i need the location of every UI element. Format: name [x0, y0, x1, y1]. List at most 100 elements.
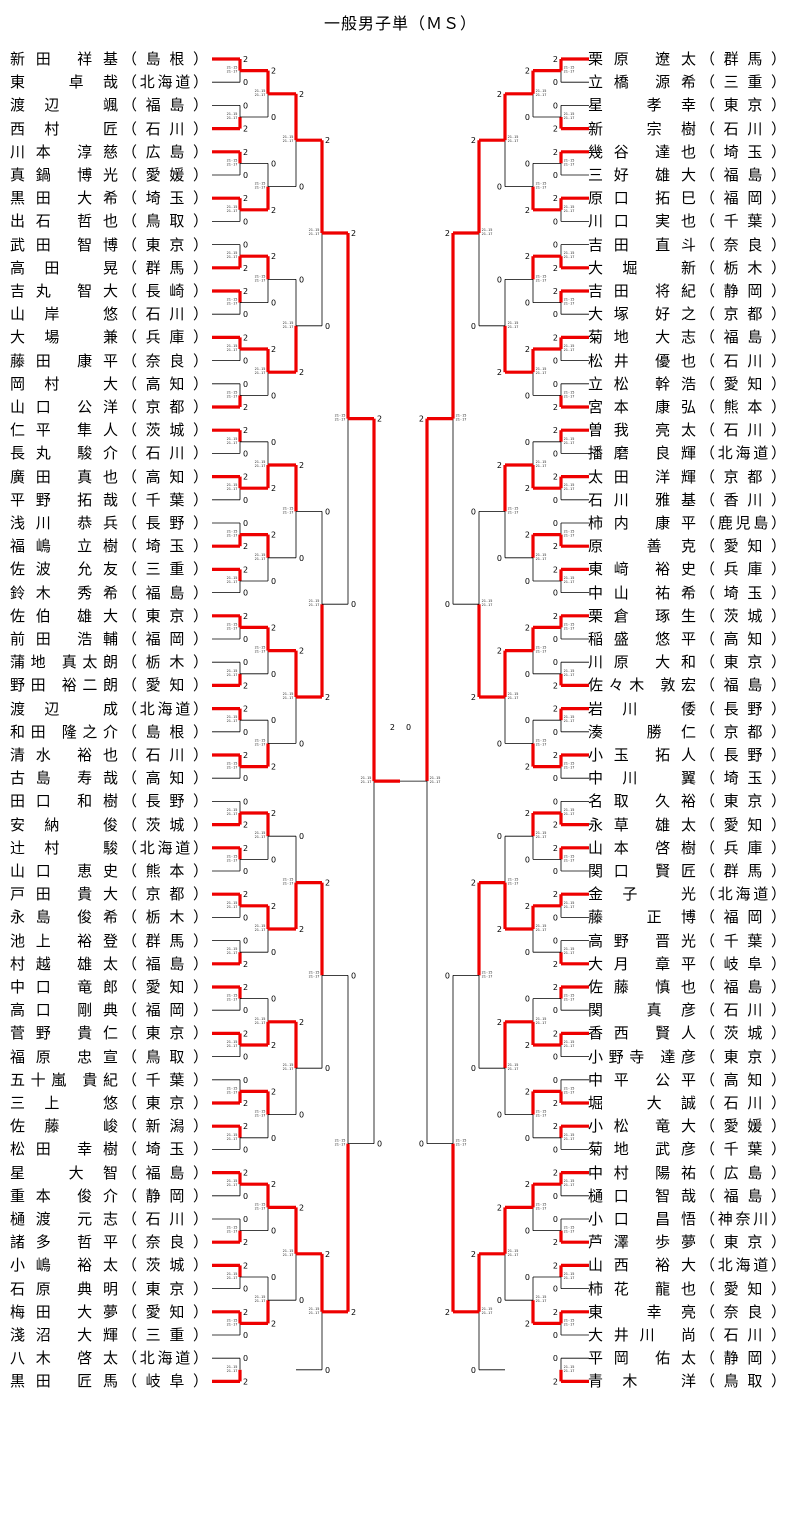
player-prefecture: （高知） [700, 1070, 786, 1089]
player-row: 山岸 悠（石川） [10, 303, 210, 326]
player-row: 川口 実也（千葉） [588, 210, 788, 233]
match-score: 21-15 [564, 1179, 575, 1183]
player-row: 田口 和樹（長野） [10, 790, 210, 813]
player-row: 香西 賢人（茨城） [588, 1022, 788, 1045]
match-result: 2 [497, 647, 502, 656]
match-score: 21-15 [536, 738, 547, 742]
player-name: 長丸 駿介 [10, 444, 118, 463]
player-name: 福嶋 立樹 [10, 537, 118, 556]
match-score: 21-17 [283, 882, 294, 886]
player-name: 永草 雄太 [588, 815, 696, 834]
match-score: 21-15 [564, 576, 575, 580]
match-result: 2 [299, 1203, 304, 1212]
player-row: 山口 恵史（熊本） [10, 860, 210, 883]
match-result: 2 [271, 345, 276, 354]
match-result: 0 [553, 496, 558, 505]
player-row: 大場 兼（兵庫） [10, 326, 210, 349]
match-score: 21-17 [283, 139, 294, 143]
match-result: 0 [553, 728, 558, 737]
match-score: 21-17 [564, 209, 575, 213]
player-name: 小玉 拓人 [588, 746, 696, 764]
player-name: 佐藤 慎也 [588, 978, 696, 996]
match-score: 21-15 [564, 158, 575, 162]
player-name: 重本 俊介 [10, 1186, 118, 1205]
match-result: 2 [325, 879, 330, 888]
match-result: 0 [325, 1366, 330, 1375]
match-score: 21-17 [508, 1253, 519, 1257]
player-row: 佐藤 峻（新潟） [10, 1115, 210, 1138]
match-score: 21-15 [536, 553, 547, 557]
match-result: 2 [525, 902, 530, 911]
player-row: 西村 匠（石川） [10, 118, 210, 141]
match-result: 2 [553, 1377, 558, 1386]
match-result: 0 [243, 1145, 248, 1154]
match-score: 21-15 [456, 1139, 467, 1143]
player-prefecture: （東京） [122, 1279, 208, 1298]
match-result: 2 [553, 681, 558, 690]
match-score: 21-17 [564, 441, 575, 445]
match-score: 21-17 [227, 1230, 238, 1234]
player-name: 高口 剛典 [10, 1001, 118, 1020]
player-row: 村越 雄太（福島） [10, 953, 210, 976]
player-prefecture: （北海道） [122, 73, 208, 92]
player-name: 山口 公洋 [10, 398, 118, 416]
player-row: 中川 翼（埼玉） [588, 767, 788, 790]
player-row: 高野 晋光（千葉） [588, 930, 788, 953]
player-name: 諸多 哲平 [10, 1233, 118, 1252]
match-score: 21-17 [536, 186, 547, 190]
player-prefecture: （東京） [122, 606, 208, 625]
player-row: 大井川 尚（石川） [588, 1324, 788, 1347]
match-result: 2 [553, 264, 558, 273]
player-row: 真鍋 博光（愛媛） [10, 164, 210, 187]
player-prefecture: （千葉） [700, 212, 786, 231]
match-result: 2 [299, 1018, 304, 1027]
match-score: 21-17 [227, 302, 238, 306]
player-row: 星 大智（福島） [10, 1162, 210, 1185]
match-result: 0 [553, 380, 558, 389]
match-score: 21-15 [227, 158, 238, 162]
match-score: 21-15 [564, 483, 575, 487]
match-score: 21-17 [482, 974, 493, 978]
match-score: 21-17 [536, 742, 547, 746]
player-name: 樋渡 元志 [10, 1210, 118, 1228]
match-result: 0 [419, 1140, 424, 1149]
match-result: 0 [243, 496, 248, 505]
match-score: 21-17 [227, 1044, 238, 1048]
match-result: 2 [553, 1099, 558, 1108]
player-name: 村越 雄太 [10, 954, 118, 973]
player-row: 仁平 隼人（茨城） [10, 419, 210, 442]
match-result: 0 [525, 995, 530, 1004]
match-score: 21-17 [508, 325, 519, 329]
match-result: 2 [299, 368, 304, 377]
match-score: 21-15 [536, 460, 547, 464]
player-row: 東 幸亮（奈良） [588, 1301, 788, 1324]
match-score: 21-17 [255, 186, 266, 190]
player-prefecture: （群馬） [700, 862, 786, 880]
player-prefecture: （千葉） [700, 931, 786, 950]
player-name: 大塚 好之 [588, 305, 696, 324]
player-row: 小玉 拓人（長野） [588, 744, 788, 767]
player-prefecture: （長野） [700, 746, 786, 764]
player-row: 鈴木 秀希（福島） [10, 582, 210, 605]
match-result: 2 [553, 1308, 558, 1317]
match-score: 21-17 [283, 325, 294, 329]
player-prefecture: （長野） [122, 792, 208, 811]
match-score: 21-15 [456, 414, 467, 418]
player-row: 藤田 康平（奈良） [10, 350, 210, 373]
match-result: 0 [299, 554, 304, 563]
match-score: 21-15 [564, 808, 575, 812]
match-score: 21-17 [255, 464, 266, 468]
match-score: 21-17 [456, 1143, 467, 1147]
match-result: 0 [497, 1111, 502, 1120]
match-result: 0 [525, 1134, 530, 1143]
match-score: 21-17 [227, 719, 238, 723]
match-score: 21-17 [255, 1114, 266, 1118]
match-score: 21-17 [536, 650, 547, 654]
player-prefecture: （京都） [122, 885, 208, 904]
match-result: 2 [553, 960, 558, 969]
player-name: 青木 洋 [588, 1372, 696, 1391]
player-row: 清水 裕也（石川） [10, 744, 210, 767]
player-prefecture: （三重） [122, 560, 208, 579]
player-prefecture: （福岡） [700, 908, 786, 927]
match-score: 21-17 [564, 1137, 575, 1141]
